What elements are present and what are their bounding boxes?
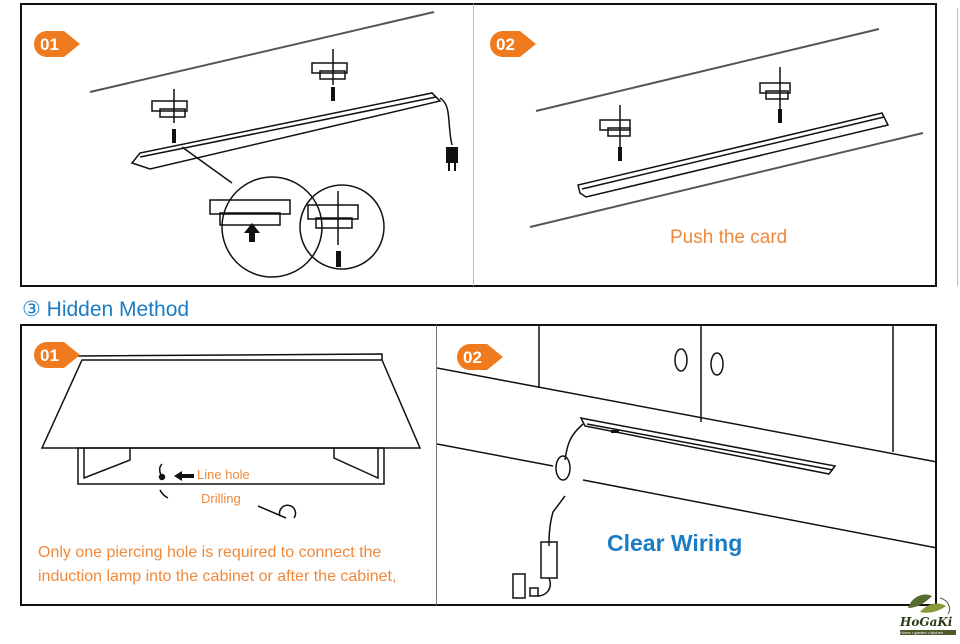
panel-hidden-step2: 02 Clear Wiring: [436, 324, 938, 606]
description-line-2: induction lamp into the cabinet or after…: [38, 568, 397, 585]
step-badge-01: 01: [34, 31, 82, 57]
cabinet-drilling-illustration: [40, 353, 422, 519]
step1-bracket-install-illustration: [89, 11, 458, 278]
drilling-label: Drilling: [201, 491, 241, 506]
clear-wiring-caption: Clear Wiring: [607, 530, 743, 556]
section-heading-hidden-method: ③ Hidden Method: [22, 297, 189, 322]
step-badge-02: 02: [490, 31, 538, 57]
line-hole-label: Line hole: [197, 467, 250, 482]
panel-top-step1: 01: [20, 3, 475, 287]
clear-wiring-kitchen-illustration: [437, 326, 938, 599]
panel-hidden-step1: 01 Line hole Drilling Only one piercing …: [20, 324, 438, 606]
heading-title: Hidden Method: [46, 298, 190, 321]
step2-push-card-illustration: [529, 28, 924, 228]
hidden-step-badge-01: 01: [34, 342, 82, 368]
logo-name: HoGaKi: [900, 615, 953, 629]
logo-tagline: Home • garden • kitchen: [900, 630, 956, 635]
panel-top-step2: 02 Push the card: [473, 3, 937, 287]
right-divider: [957, 8, 958, 286]
push-the-card-caption: Push the card: [670, 227, 788, 248]
description-line-1: Only one piercing hole is required to co…: [38, 544, 382, 561]
leaf-logo-icon: [908, 594, 951, 615]
brand-logo: HoGaKi Home • garden • kitchen: [898, 588, 958, 642]
hidden-step-badge-02: 02: [457, 344, 505, 370]
heading-number: ③: [22, 298, 41, 321]
